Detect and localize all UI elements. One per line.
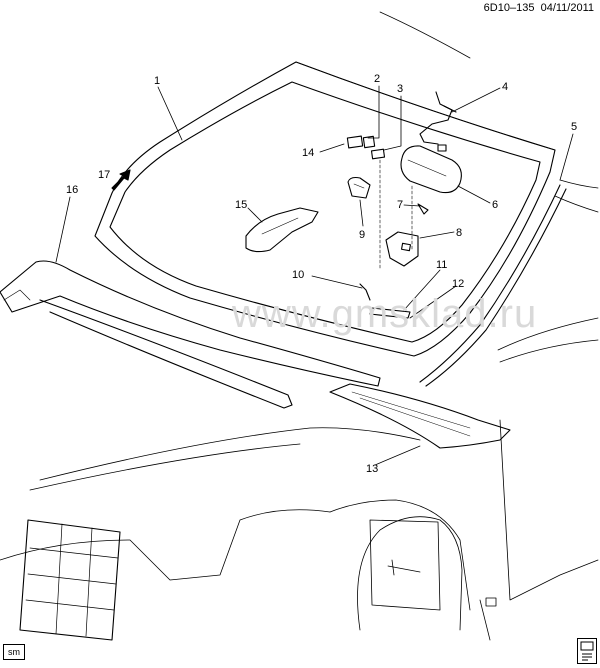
callout-3: 3 bbox=[397, 83, 403, 95]
diagram-code: 6D10–135 bbox=[483, 2, 535, 14]
callout-13: 13 bbox=[366, 463, 378, 475]
reveal-molding-right bbox=[419, 184, 567, 387]
retainer-clip bbox=[359, 283, 371, 301]
callout-14: 14 bbox=[302, 147, 314, 159]
document-stamp-icon bbox=[577, 638, 597, 664]
callout-4: 4 bbox=[502, 81, 508, 93]
sm-label: sm bbox=[3, 644, 25, 660]
callout-16: 16 bbox=[66, 184, 78, 196]
sensor-housing bbox=[347, 176, 371, 199]
mirror-harness bbox=[419, 91, 457, 145]
callout-17: 17 bbox=[98, 169, 110, 181]
wheel-well-bracket bbox=[369, 519, 497, 611]
callout-7: 7 bbox=[397, 199, 403, 211]
rearview-mirror bbox=[400, 144, 462, 194]
callout-6: 6 bbox=[492, 199, 498, 211]
lower-molding-strip bbox=[369, 307, 411, 319]
callout-labels: 1 2 3 4 5 6 7 8 9 10 11 12 13 14 15 16 1… bbox=[66, 73, 577, 475]
callout-8: 8 bbox=[456, 227, 462, 239]
dashed-guides bbox=[379, 159, 413, 269]
diagram-header: 6D10–135 04/11/2011 bbox=[484, 2, 594, 14]
direction-arrow bbox=[111, 169, 131, 191]
cowl-panel-right bbox=[329, 383, 511, 449]
diagram-date: 04/11/2011 bbox=[540, 2, 594, 14]
callout-12: 12 bbox=[452, 278, 464, 290]
callout-9: 9 bbox=[359, 229, 365, 241]
front-grille bbox=[19, 519, 121, 641]
callout-10: 10 bbox=[292, 269, 304, 281]
leader-lines bbox=[55, 85, 574, 466]
watermark-text: www.gmsklad.ru bbox=[232, 292, 538, 336]
callout-11: 11 bbox=[436, 259, 447, 271]
callout-15: 15 bbox=[235, 199, 247, 211]
sensor-pads bbox=[346, 135, 386, 160]
cowl-panel-left bbox=[0, 260, 381, 409]
mirror-bracket bbox=[385, 231, 419, 267]
sensor-cover bbox=[245, 207, 319, 253]
callout-2: 2 bbox=[374, 73, 380, 85]
roof-outline bbox=[379, 11, 599, 363]
mirror-stud bbox=[417, 203, 429, 215]
windshield-glass bbox=[94, 61, 556, 357]
callout-5: 5 bbox=[571, 121, 577, 133]
callout-1: 1 bbox=[154, 75, 160, 87]
